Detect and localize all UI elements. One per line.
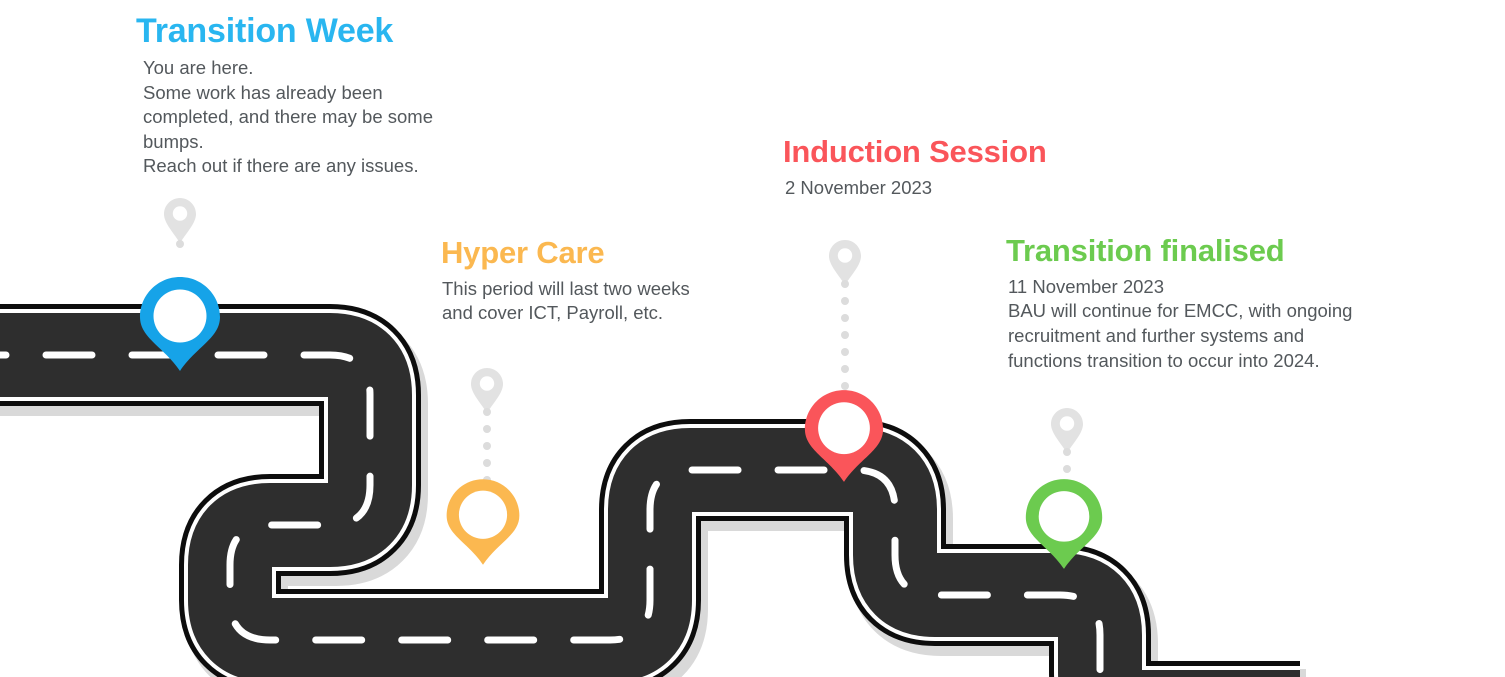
milestone-title: Hyper Care: [441, 235, 605, 270]
milestone-title: Transition finalised: [1006, 233, 1285, 268]
connector-dots: [841, 280, 849, 390]
connector-dots: [1063, 448, 1071, 473]
milestone-hyper-care: Hyper Care This period will last two wee…: [441, 235, 690, 326]
milestone-description: 11 November 2023 BAU will continue for E…: [1008, 275, 1353, 371]
milestone-induction-session: Induction Session 2 November 2023: [783, 134, 1047, 200]
milestone-transition-week: Transition Week You are here. Some work …: [136, 12, 433, 179]
milestone-description: 2 November 2023: [785, 176, 933, 198]
ghost-pin-icon: [829, 240, 861, 285]
connector-dots: [483, 408, 491, 484]
milestone-transition-finalised: Transition finalised 11 November 2023 BA…: [1006, 233, 1353, 373]
ghost-pin-icon: [164, 198, 196, 243]
ghost-pin-icon: [471, 368, 503, 413]
pin-icon-transition-finalised: [1025, 479, 1103, 569]
milestone-title: Induction Session: [783, 134, 1047, 169]
connector-dots: [176, 240, 184, 248]
milestone-description: You are here. Some work has already been…: [143, 57, 433, 177]
milestone-description: This period will last two weeks and cove…: [442, 277, 690, 324]
pin-icon-hyper-care: [446, 479, 520, 565]
pin-icon-induction-session: [804, 390, 884, 482]
ghost-pin-icon: [1051, 408, 1083, 453]
pin-icon-transition-week: [140, 277, 220, 371]
milestone-title: Transition Week: [136, 12, 394, 50]
